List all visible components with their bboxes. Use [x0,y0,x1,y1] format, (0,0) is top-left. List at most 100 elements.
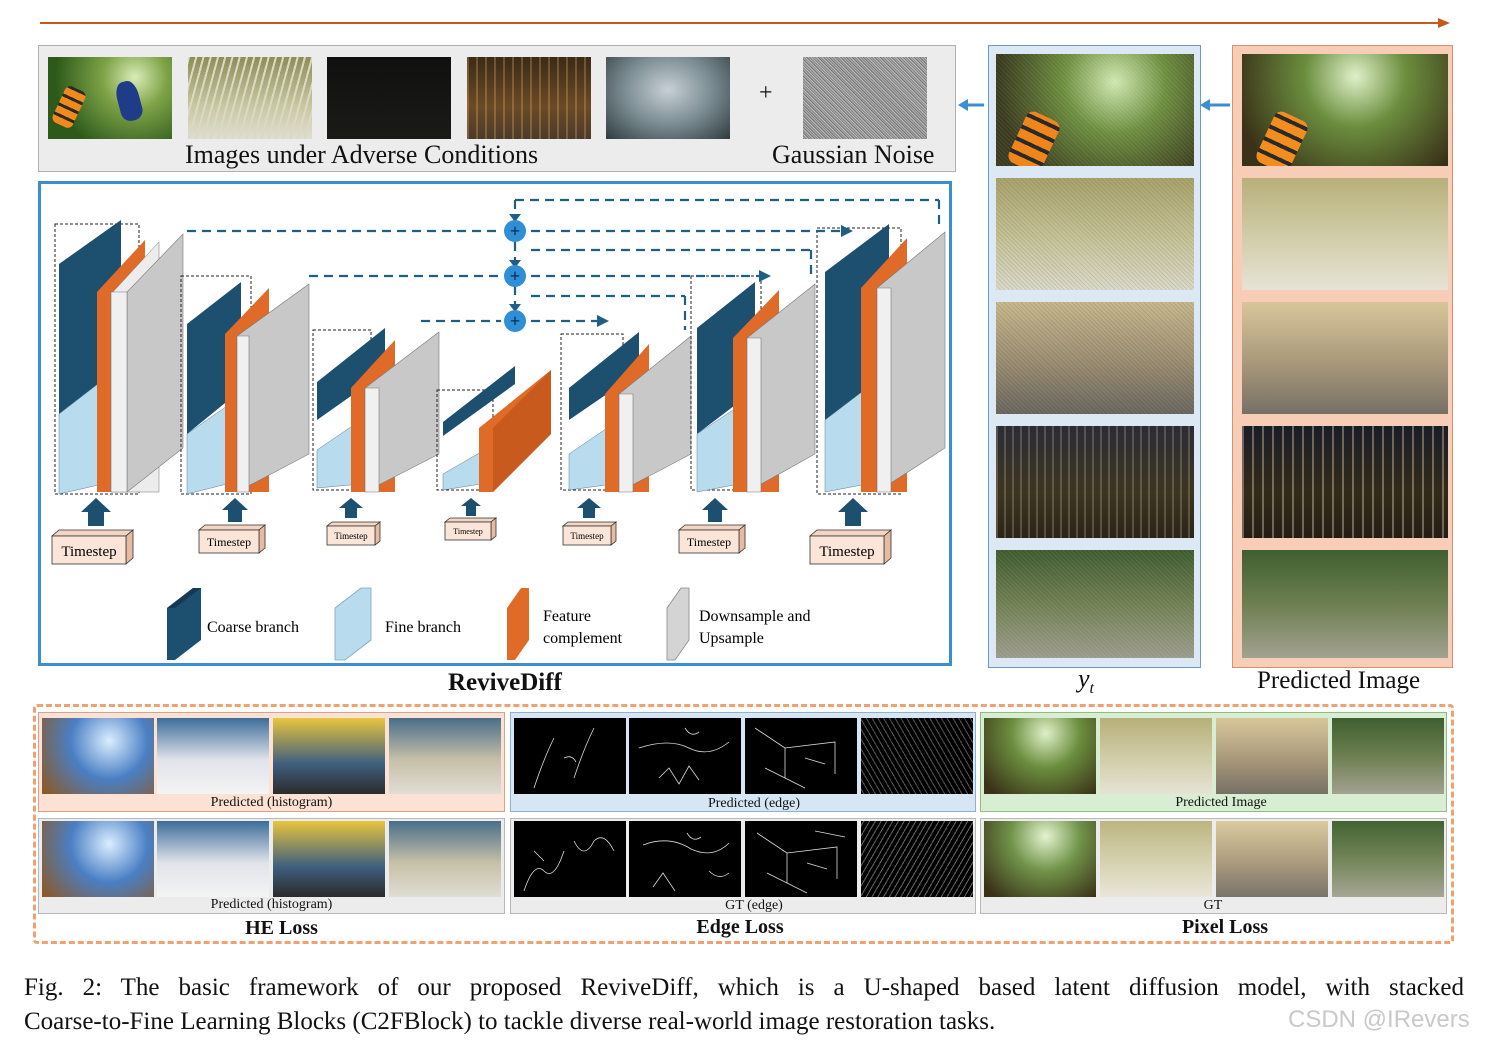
adverse-image-fog [606,57,730,139]
svg-text:+: + [510,221,520,241]
watermark: CSDN @IRevers [1288,1006,1470,1033]
adverse-image-lowlight [327,57,451,139]
edge-bottom-caption: GT (edge) [725,898,783,913]
c2f-block-3 [312,328,440,493]
legend-feature-complement: Feature complement [507,588,623,660]
he-top-caption: Predicted (histogram) [210,795,333,810]
svg-text:Timestep: Timestep [207,535,251,549]
adverse-image-haze-night [467,57,591,139]
pixel-top-image-1 [984,718,1096,794]
pred-image-polar-bears [1242,178,1448,290]
pixel-bottom-image-4 [1332,821,1444,897]
svg-text:Timestep: Timestep [453,527,483,536]
plus-node-3: + [504,310,526,332]
svg-text:Timestep: Timestep [334,531,368,541]
revivediff-frame [38,181,952,666]
he-top-image-3 [273,718,385,794]
pixel-bottom-image-3 [1216,821,1328,897]
adverse-plus-sign: + [759,80,773,106]
timestep-box-2: Timestep [197,524,267,554]
pred-image-night-city [1242,426,1448,538]
timestep-box-7: Timestep [808,529,893,565]
pred-image-park [1242,550,1448,658]
edge-top-caption: Predicted (edge) [707,796,801,811]
gaussian-noise-image [803,57,927,139]
timestep-arrows [81,498,868,526]
plus-node-1: + [504,220,526,242]
c2f-block-5 [560,332,692,493]
legend-coarse-branch: Coarse branch [167,588,299,660]
edge-bottom-image-4 [861,821,973,897]
pixel-top-image-3 [1216,718,1328,794]
he-top-image-4 [389,718,501,794]
svg-text:Timestep: Timestep [570,531,604,541]
figure-caption-line2: Coarse-to-Fine Learning Blocks (C2FBlock… [24,1008,996,1035]
gaussian-noise-caption: Gaussian Noise [772,140,935,169]
c2f-block-2 [180,275,310,495]
edge-top-image-3 [745,718,857,794]
yt-image-underwater [996,54,1194,166]
legend-fine-branch: Fine branch [334,587,461,661]
edge-top-image-2 [629,718,741,794]
edge-bottom-image-2 [629,821,741,897]
edge-bottom-image-1 [514,821,626,897]
timestep-box-3: Timestep [325,521,382,546]
pixel-bottom-image-1 [984,821,1096,897]
adverse-image-underwater [48,57,172,139]
he-bottom-caption: Predicted (histogram) [210,897,333,912]
adverse-caption: Images under Adverse Conditions [185,140,539,169]
revivediff-architecture: + + + Timestep Timestep Timestep [50,198,946,661]
c2f-block-4 [436,366,551,492]
legend-downsample-upsample: Downsample and Upsample [666,587,811,661]
adverse-image-rain [188,57,312,139]
yt-label: yt [1078,664,1094,698]
model-name: ReviveDiff [448,669,562,696]
c2f-block-7 [816,224,946,495]
he-bottom-image-2 [157,821,269,897]
loss-section-frame [33,704,1454,944]
top-flow-arrow [40,18,1450,28]
skip-connections [187,198,941,330]
svg-text:Timestep: Timestep [61,544,116,560]
yt-image-polar-bears [996,178,1194,290]
pixel-top-image-4 [1332,718,1444,794]
yt-image-night-city [996,426,1194,538]
edge-bottom-image-3 [745,821,857,897]
pred-image-office [1242,302,1448,414]
pixel-loss-title: Pixel Loss [1181,916,1269,938]
svg-text:Timestep: Timestep [819,544,874,560]
c2f-block-1 [54,220,184,495]
svg-text:Upsample: Upsample [699,630,764,647]
edge-top-image-4 [861,718,973,794]
plus-node-2: + [504,265,526,287]
figure-caption-line1: Fig. 2: The basic framework of our propo… [24,974,1464,1001]
left-arrow-to-yt [1200,99,1230,111]
predicted-label: Predicted Image [1257,667,1421,694]
c2f-block-6 [690,275,816,493]
svg-text:Feature: Feature [543,608,591,625]
svg-text:+: + [510,266,520,286]
he-top-image-2 [157,718,269,794]
edge-loss-title: Edge Loss [696,916,784,938]
svg-text:Fine branch: Fine branch [385,619,461,636]
pixel-top-image-2 [1100,718,1212,794]
he-bottom-image-3 [273,821,385,897]
timestep-box-1: Timestep [50,529,135,565]
left-arrow-to-adverse [958,99,984,111]
he-top-image-1 [42,718,154,794]
svg-text:+: + [510,311,520,331]
edge-top-image-1 [514,718,626,794]
skip-arrowheads [509,214,853,327]
pixel-top-caption: Predicted Image [1175,795,1267,810]
timestep-box-5: Timestep [561,521,618,546]
svg-text:Timestep: Timestep [687,535,731,549]
yt-image-park [996,550,1194,658]
timestep-box-6: Timestep [677,524,747,554]
he-loss-title: HE Loss [245,917,318,939]
he-bottom-image-1 [42,821,154,897]
pixel-bottom-image-2 [1100,821,1212,897]
svg-text:Downsample and: Downsample and [699,608,811,625]
pred-image-underwater [1242,54,1448,166]
svg-text:complement: complement [543,630,623,647]
pixel-bottom-caption: GT [1203,898,1223,913]
